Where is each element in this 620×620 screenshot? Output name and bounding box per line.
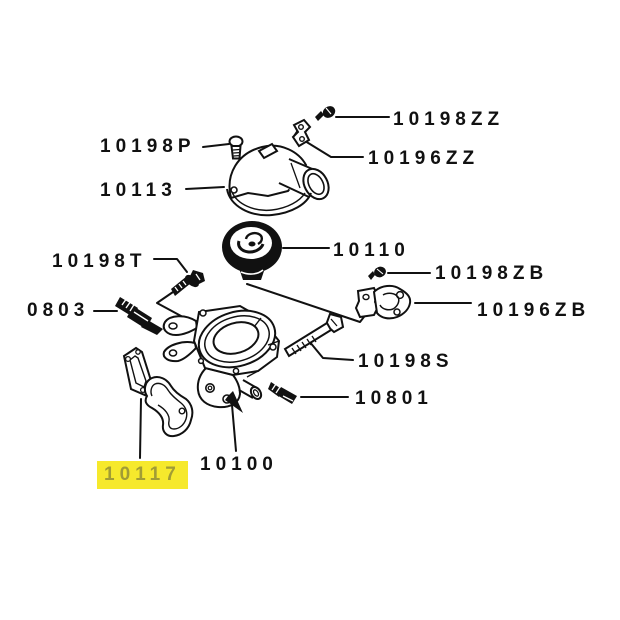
part-drawing-10198t-bolt: [171, 270, 205, 296]
part-label-10801[interactable]: 10801: [355, 388, 433, 409]
part-label-10117-highlighted[interactable]: 10117: [97, 461, 188, 489]
part-label-10196zz[interactable]: 10196ZZ: [368, 148, 480, 169]
part-drawing-10113-housing-cap: [226, 142, 330, 217]
part-label-10198p[interactable]: 10198P: [100, 136, 196, 157]
part-drawing-0803-sensor: [115, 297, 163, 335]
part-drawing-10198zb-bolt: [368, 266, 386, 280]
part-drawing-10198zz-bolt: [315, 106, 336, 121]
part-drawing-10100-housing: [162, 304, 281, 413]
part-drawing-10198p-bolt: [228, 135, 244, 160]
part-label-10198s[interactable]: 10198S: [358, 351, 454, 372]
part-label-0803[interactable]: 0803: [27, 300, 90, 321]
part-label-10100[interactable]: 10100: [200, 454, 278, 475]
part-drawing-10198s-bolt: [283, 312, 345, 358]
part-drawing-10196zb-clamp: [354, 284, 412, 320]
part-drawing-10110-thermostat: [222, 221, 282, 280]
part-label-10113[interactable]: 10113: [100, 180, 177, 201]
part-label-10196zb[interactable]: 10196ZB: [477, 300, 591, 321]
part-drawing-10801-stud: [268, 382, 297, 404]
part-label-10198t[interactable]: 10198T: [52, 251, 147, 272]
part-label-10198zz[interactable]: 10198ZZ: [393, 109, 505, 130]
part-drawing-10196zz-bracket: [291, 118, 312, 148]
part-label-10110[interactable]: 10110: [333, 240, 410, 261]
part-label-10198zb[interactable]: 10198ZB: [435, 263, 549, 284]
part-drawing-10117-gasket: [122, 346, 194, 438]
